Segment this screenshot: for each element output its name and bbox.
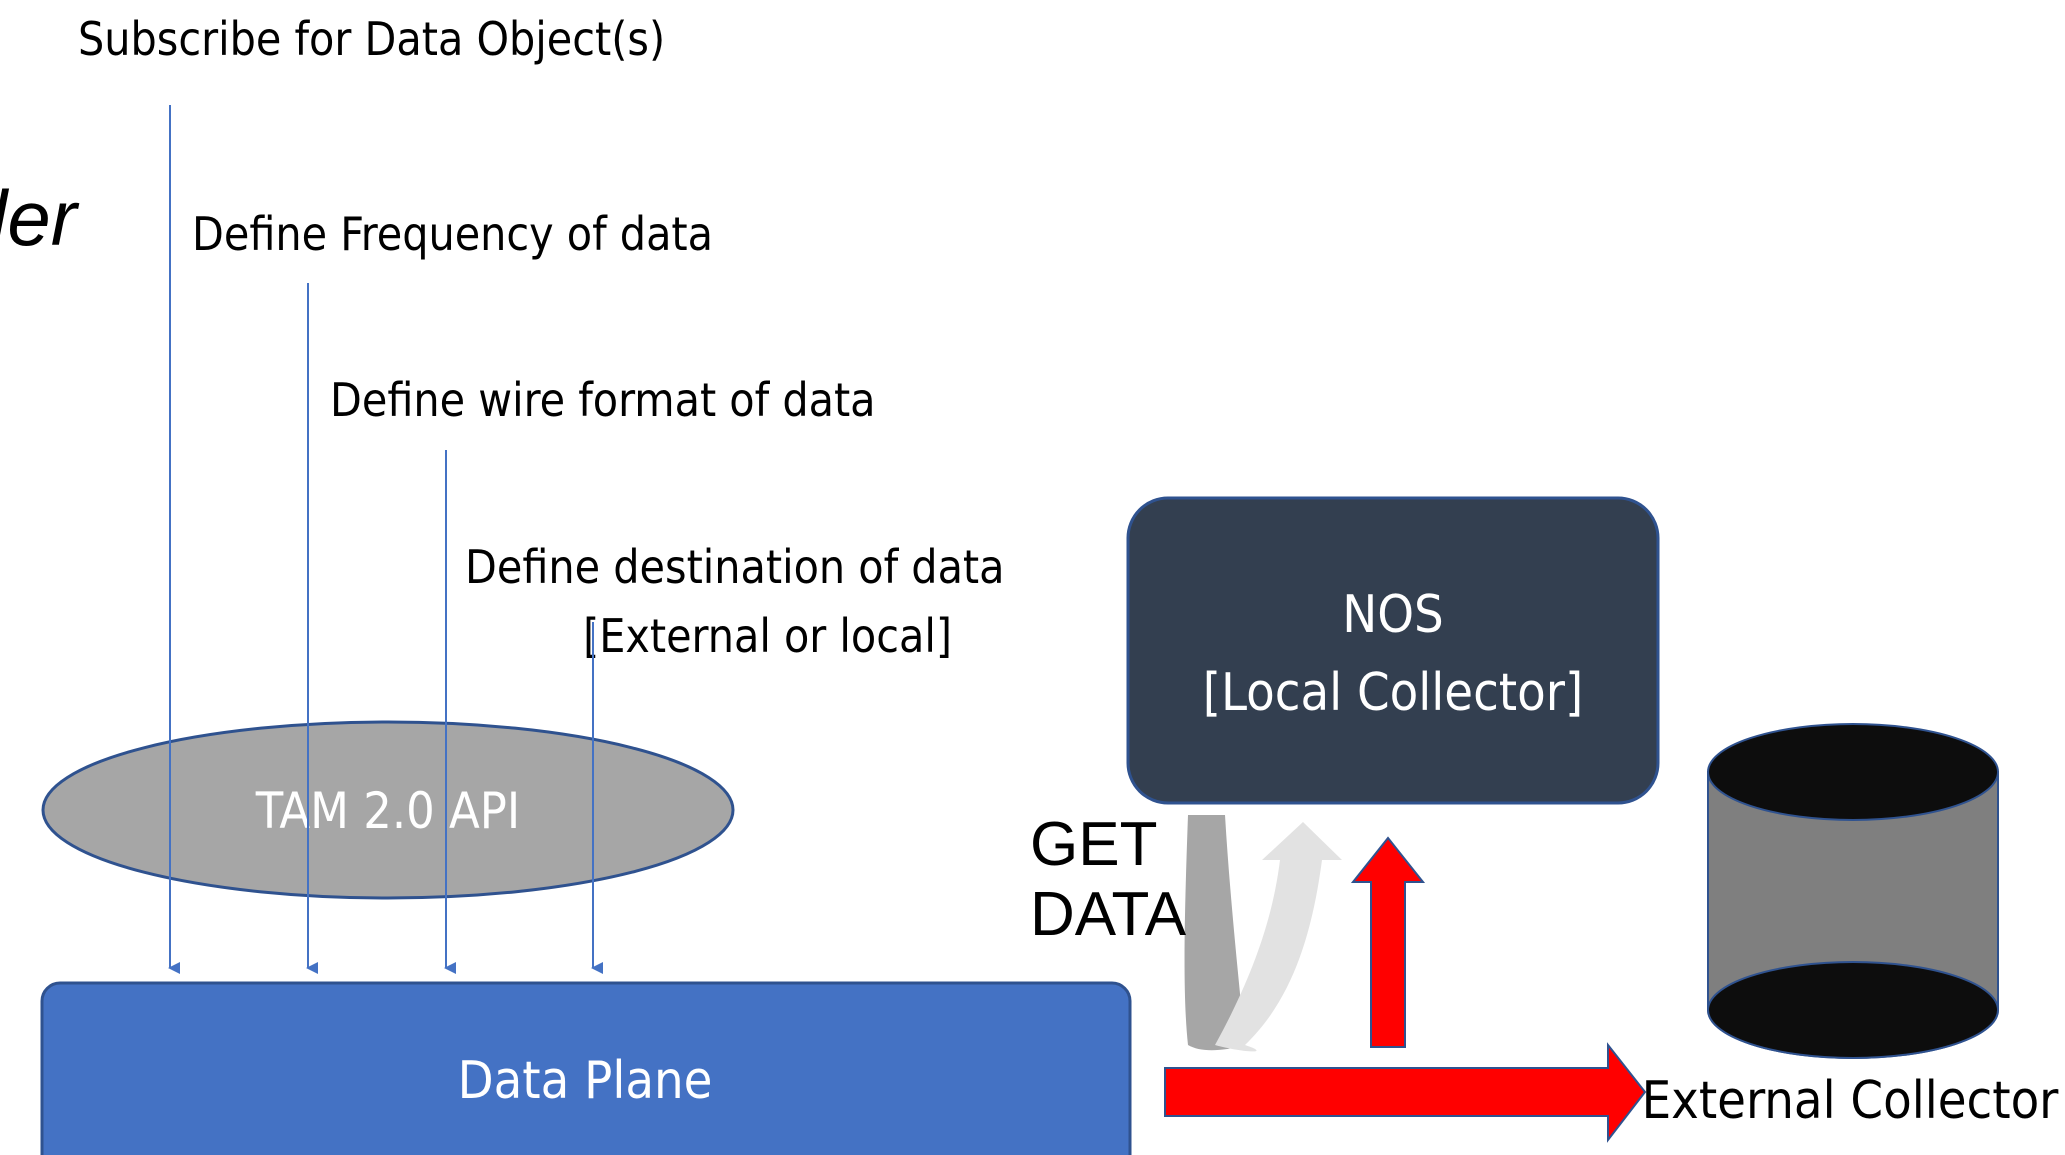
data-plane-box	[40, 981, 1132, 1155]
cylinder-top-cap	[1707, 723, 1999, 821]
api-ellipse	[41, 720, 735, 900]
red-up-arrow	[1350, 836, 1426, 1048]
data-label: DATA	[1030, 880, 1187, 949]
title-fragment: ler	[0, 174, 80, 262]
subscribe-label: Subscribe for Data Object(s)	[78, 12, 665, 66]
frequency-label: Define Frequency of data	[192, 207, 713, 261]
wire-format-label: Define wire format of data	[330, 373, 876, 427]
data-plane-label: Data Plane	[458, 1051, 713, 1111]
nos-box	[1126, 496, 1660, 805]
external-collector-label: External Collector	[1642, 1071, 2060, 1131]
cylinder-bottom-cap	[1707, 961, 1999, 1059]
nos-label-line2: [Local Collector]	[1203, 663, 1583, 723]
nos-label-line1: NOS	[1342, 585, 1444, 645]
get-data-curve-right	[1215, 822, 1342, 1052]
destination-label-line2: [External or local]	[583, 609, 952, 663]
destination-label-line1: Define destination of data	[465, 540, 1005, 594]
api-label: TAM 2.0 API	[255, 782, 520, 840]
get-label: GET	[1030, 810, 1157, 879]
red-right-arrow	[1164, 1042, 1647, 1143]
get-data-curve-left	[1184, 815, 1245, 1051]
